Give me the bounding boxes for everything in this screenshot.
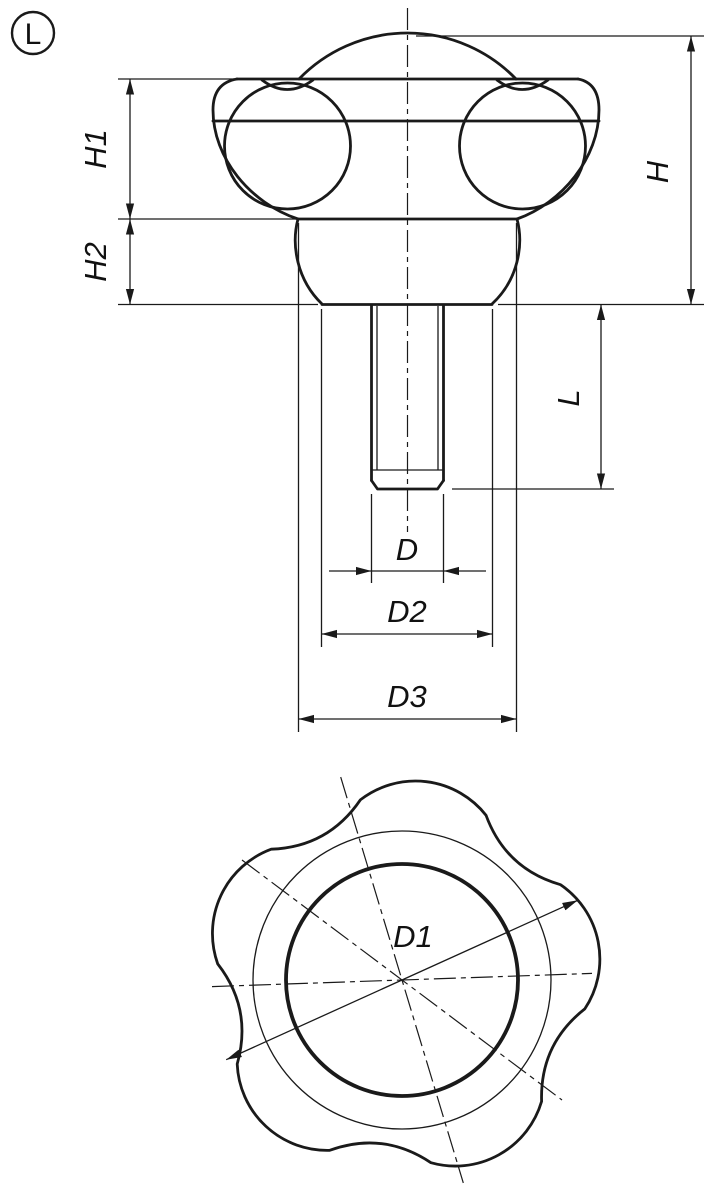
dome-arc <box>297 31 518 81</box>
dim-d: D <box>329 494 486 583</box>
star-outline <box>211 779 602 1168</box>
dimension-line <box>225 899 579 1061</box>
knob-left-edge <box>211 77 300 221</box>
dim-label-d: D <box>396 532 418 567</box>
dim-d2: D2 <box>320 309 494 647</box>
hub-left-edge <box>293 217 324 306</box>
left-lobe-circle <box>223 81 352 211</box>
dim-label-l: L <box>551 389 586 406</box>
stud-bottom-chamfer <box>370 479 445 491</box>
view-label: L <box>10 10 56 56</box>
dim-label-h2: H2 <box>78 242 113 282</box>
dim-label-d2: D2 <box>387 594 427 629</box>
dim-label-h: H <box>640 160 675 183</box>
hub-right-edge <box>490 217 522 306</box>
dim-h1: H1 <box>78 78 296 220</box>
left-lobe-dimple <box>260 78 315 91</box>
dim-d3: D3 <box>297 223 518 732</box>
dim-d1: D1 <box>225 899 579 1061</box>
dim-label-d3: D3 <box>387 679 427 714</box>
dim-h2: H2 <box>78 219 318 306</box>
dim-l: L <box>452 304 614 490</box>
right-lobe-circle <box>458 81 587 211</box>
view-label-text: L <box>25 18 42 51</box>
dim-label-d1: D1 <box>393 919 433 954</box>
top-view: D1 <box>211 776 602 1184</box>
centerline-tilted-vertical <box>340 776 464 1184</box>
side-view <box>211 8 601 532</box>
right-lobe-dimple <box>495 78 550 91</box>
dim-h: H <box>416 35 704 306</box>
dim-label-h1: H1 <box>78 129 113 169</box>
view-label-circle <box>10 10 56 56</box>
